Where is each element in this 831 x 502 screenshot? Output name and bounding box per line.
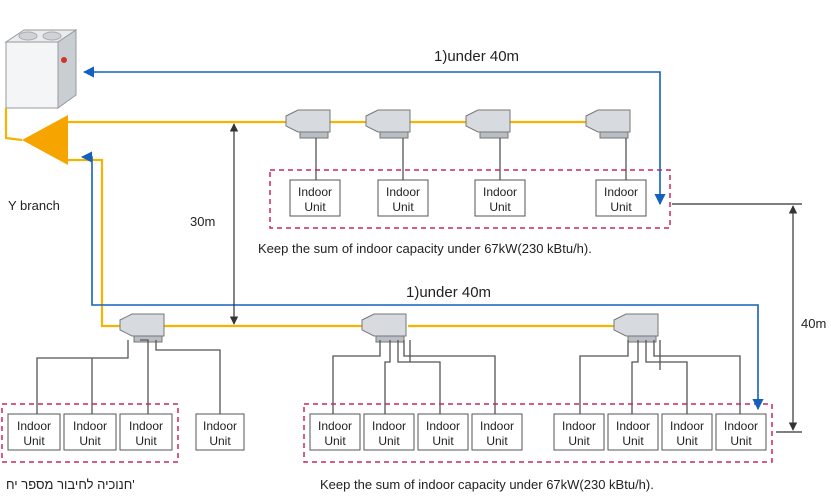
svg-text:Unit: Unit [610,200,632,214]
indoor-unit: Indoor Unit [553,413,605,451]
upper-wires [315,138,627,180]
svg-text:Unit: Unit [392,200,414,214]
indoor-unit: Indoor Unit [377,179,429,217]
svg-text:Indoor: Indoor [483,185,517,199]
upper-distance-label: 1)under 40m [434,48,519,65]
indoor-unit: Indoor Unit [661,413,713,451]
svg-text:Unit: Unit [568,434,590,448]
svg-text:Indoor: Indoor [17,419,51,433]
svg-text:Indoor: Indoor [616,419,650,433]
svg-text:Unit: Unit [324,434,346,448]
svg-text:Indoor: Indoor [562,419,596,433]
indoor-unit: Indoor Unit [715,413,767,451]
lower-wires [36,339,741,414]
svg-text:Unit: Unit [676,434,698,448]
outdoor-unit-icon [4,29,78,109]
distributor-icon [361,313,407,343]
indoor-unit: Indoor Unit [474,179,526,217]
distributor-icon [285,109,331,139]
svg-text:Unit: Unit [23,434,45,448]
svg-text:Unit: Unit [209,434,231,448]
indoor-unit: Indoor Unit [63,413,117,451]
svg-text:Indoor: Indoor [203,419,237,433]
svg-text:Unit: Unit [79,434,101,448]
distributor-icon [465,109,511,139]
upper-distance-arrow [82,66,666,206]
indoor-unit: Indoor Unit [363,413,415,451]
footer-hebrew-label: חנוכיה לחיבור מספר יח' [6,477,135,492]
height-40-label: 40m [801,316,826,331]
lower-capacity-note: Keep the sum of indoor capacity under 67… [320,477,654,492]
indoor-unit: Indoor Unit [195,413,245,451]
distributor-icon [585,109,631,139]
upper-capacity-note: Keep the sum of indoor capacity under 67… [258,241,592,256]
refrigerant-pipes [4,108,618,328]
indoor-unit: Indoor Unit [7,413,61,451]
indoor-unit: Indoor Unit [595,179,647,217]
svg-text:Indoor: Indoor [298,185,332,199]
svg-text:Unit: Unit [378,434,400,448]
distributor-icon [119,313,165,343]
indoor-unit: Indoor Unit [471,413,523,451]
svg-text:Unit: Unit [622,434,644,448]
svg-text:Unit: Unit [304,200,326,214]
distributor-icon [613,313,659,343]
svg-text:Unit: Unit [135,434,157,448]
y-branch-icon [22,115,68,165]
svg-text:Unit: Unit [486,434,508,448]
indoor-unit: Indoor Unit [119,413,173,451]
svg-text:Indoor: Indoor [724,419,758,433]
height-30-label: 30m [190,214,215,229]
svg-text:Indoor: Indoor [426,419,460,433]
svg-text:Indoor: Indoor [372,419,406,433]
svg-text:Indoor: Indoor [604,185,638,199]
svg-text:Indoor: Indoor [129,419,163,433]
svg-text:Unit: Unit [489,200,511,214]
svg-text:Unit: Unit [730,434,752,448]
indoor-unit: Indoor Unit [417,413,469,451]
indoor-unit: Indoor Unit [289,179,341,217]
indoor-unit: Indoor Unit [607,413,659,451]
lower-distance-label: 1)under 40m [406,284,491,301]
lower-distance-arrow [80,151,764,411]
svg-text:Indoor: Indoor [386,185,420,199]
svg-text:Unit: Unit [432,434,454,448]
svg-text:Indoor: Indoor [480,419,514,433]
svg-text:Indoor: Indoor [670,419,704,433]
indoor-unit: Indoor Unit [309,413,361,451]
svg-text:Indoor: Indoor [73,419,107,433]
svg-text:Indoor: Indoor [318,419,352,433]
y-branch-label: Y branch [8,198,60,213]
distributor-icon [365,109,411,139]
